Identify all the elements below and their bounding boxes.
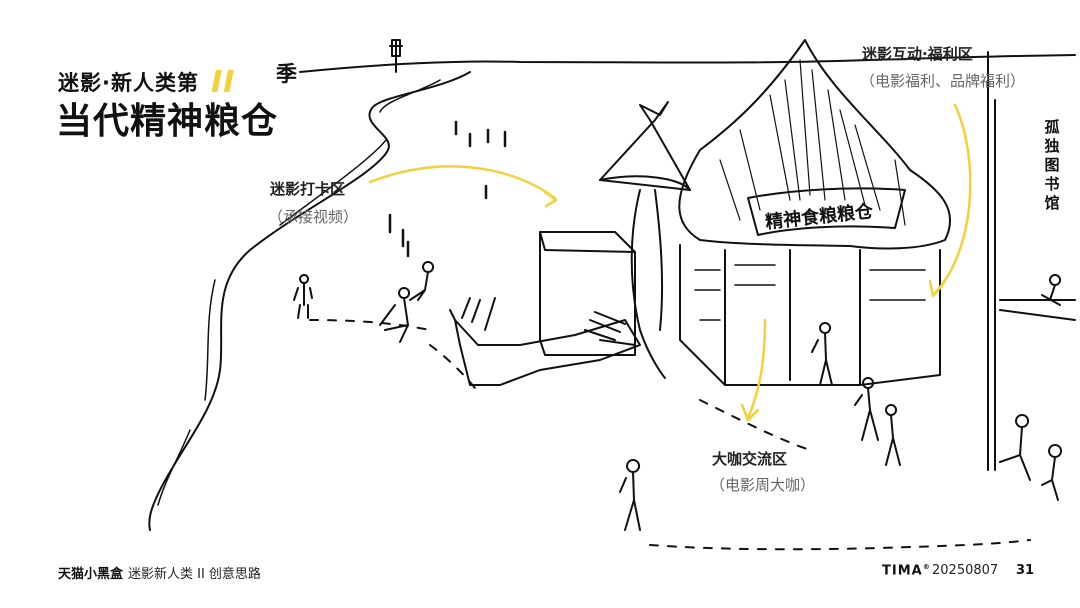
granary-roof-texture [719,59,906,226]
footer-logo-text: TIMA [882,563,923,579]
library-label-char: 馆 [1044,194,1060,212]
person-granary-2 [854,377,879,441]
arrow-exchange [740,318,767,422]
footer-section: 迷影新人类 II 创意思路 [128,567,261,582]
granary-shelves [694,264,926,321]
zone-label-exchange: 大咖交流区 [712,450,788,468]
footer-logo: TIMA® [882,563,931,578]
library-person-3 [1041,444,1063,501]
witch-hat-brim [599,175,691,191]
library-building [987,51,1076,471]
zone-sub-interactive: （电影福利、品牌福利） [860,72,1026,90]
zone-sub-exchange: （电影周大咖） [710,476,816,494]
library-label-char: 书 [1044,175,1060,193]
title-line-1: 迷影·新人类第 II 季 [58,58,297,100]
season-number-text: II [211,66,235,98]
library-person-2 [999,414,1031,481]
arrow-interactive [928,103,972,298]
library-label-char: 图 [1044,156,1060,174]
person-front [619,459,641,531]
distant-people [388,120,507,258]
season-number: II [207,58,247,100]
person-granary-1 [811,322,833,386]
page-number: 31 [1016,563,1035,578]
library-label-char: 独 [1044,137,1060,155]
crate [539,231,636,356]
library-person-1 [1041,274,1062,306]
granary-roof [678,39,951,250]
library-label: 孤 独 图 书 馆 [1042,118,1062,213]
zone-sub-checkin: （承接视频） [268,208,359,226]
title-prefix: 迷影·新人类第 [58,71,199,95]
seated-people [379,261,435,343]
footer-date: 20250807 [932,563,999,578]
straw-figure-body [630,189,666,379]
footer-logo-mark: ® [922,563,931,571]
straw-figure-arm [454,319,641,386]
witch-hat [599,101,691,191]
person-left [293,274,313,319]
horizon-line [299,54,1076,73]
shoreline-texture [157,79,441,506]
arrow-checkin [368,165,558,208]
granary-walls [679,244,941,386]
page-title: 当代精神粮仓 [56,101,279,142]
zone-label-checkin: 迷影打卡区 [270,180,346,198]
granary-sign-board [747,187,906,236]
horizon-statue [389,39,403,73]
zone-label-interactive: 迷影互动·福利区 [862,45,973,63]
straw-figure-hand-right [584,311,636,346]
straw-figure-hand [449,297,496,331]
season-word: 季 [276,62,298,86]
person-granary-3 [885,404,901,466]
footprint-paths [309,319,1031,551]
footer-brand: 天猫小黑盒 [58,567,124,582]
library-label-char: 孤 [1044,118,1060,136]
